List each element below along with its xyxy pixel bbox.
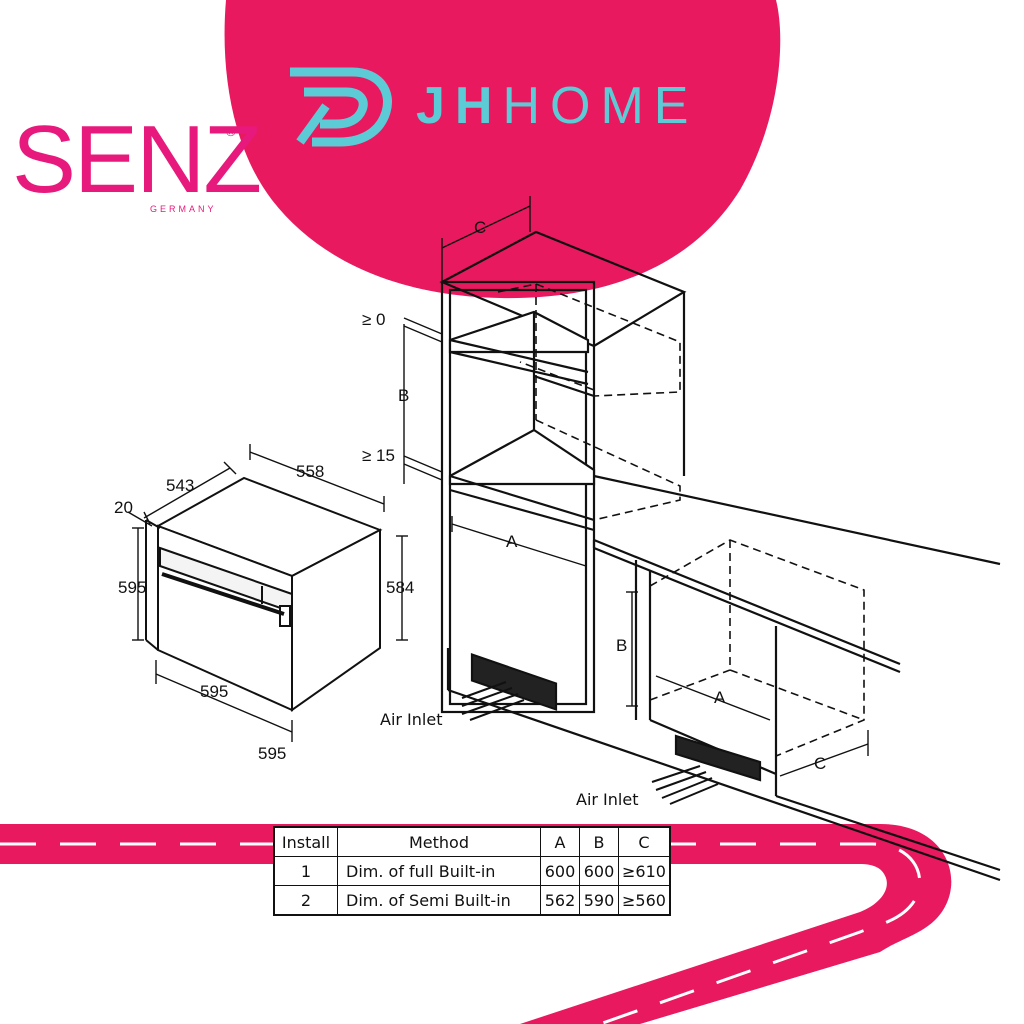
road-graphic — [0, 824, 952, 1024]
table-row: 1 Dim. of full Built-in 600 600 ≥610 — [273, 856, 671, 886]
cabinet-depth-c-label: C — [474, 218, 487, 237]
oven-drawing — [145, 476, 383, 712]
cabinet-width-a-label: A — [506, 532, 518, 551]
jhhome-logo-bold: JH — [416, 77, 503, 135]
row-a: 562 — [540, 885, 580, 916]
cabinet-lower-gap-label: ≥ 15 — [362, 446, 395, 465]
pink-banner — [224, 0, 781, 299]
air-inlet-arrows-1 — [461, 681, 525, 721]
oven-body-height-label: 584 — [386, 578, 415, 597]
table-header-row: Install Method A B C — [273, 826, 671, 857]
header-c: C — [617, 826, 671, 857]
cabinet-height-b-label: B — [398, 386, 410, 405]
row-a: 600 — [540, 856, 580, 886]
oven-bottom-width-label: 595 — [200, 682, 229, 701]
counter-drawing — [592, 474, 1001, 872]
oven-lip-label: 20 — [114, 498, 133, 517]
row-b: 590 — [579, 885, 619, 916]
oven-dimension-lines — [127, 444, 408, 742]
semi-dimension-lines — [626, 591, 869, 777]
oven-bottom-depth-label: 595 — [258, 744, 287, 763]
semi-oven-outline — [649, 539, 865, 757]
row-install: 2 — [273, 885, 338, 916]
oven-width-top-label: 558 — [296, 462, 325, 481]
semi-width-a-label: A — [714, 688, 726, 707]
senz-registered-mark: ® — [226, 124, 236, 139]
senz-subtitle: GERMANY — [150, 204, 217, 214]
jhhome-logo-light: HOME — [502, 77, 699, 135]
tall-cabinet-drawing — [439, 230, 1001, 882]
semi-depth-c-label: C — [814, 754, 827, 773]
row-c: ≥560 — [617, 885, 671, 916]
air-inlet-label-1: Air Inlet — [380, 710, 443, 729]
header-method: Method — [337, 826, 541, 857]
header-b: B — [579, 826, 619, 857]
header-a: A — [540, 826, 580, 857]
senz-logo: SENZ — [12, 106, 262, 213]
tall-cabinet-dimension-lines — [403, 196, 587, 574]
row-method: Dim. of full Built-in — [337, 856, 541, 886]
tall-cabinet-oven-outline — [497, 283, 681, 521]
row-install: 1 — [273, 856, 338, 886]
table-row: 2 Dim. of Semi Built-in 562 590 ≥560 — [273, 885, 671, 916]
jhhome-logo-text: JHHOME — [416, 80, 698, 132]
jh-d-logo-icon — [290, 67, 392, 147]
air-inlet-arrows-2 — [651, 765, 719, 805]
header-install: Install — [273, 826, 338, 857]
air-inlet-label-2: Air Inlet — [576, 790, 639, 809]
installation-spec-table: Install Method A B C 1 Dim. of full Buil… — [273, 826, 671, 916]
row-b: 600 — [579, 856, 619, 886]
oven-front-height-label: 595 — [118, 578, 147, 597]
row-method: Dim. of Semi Built-in — [337, 885, 541, 916]
semi-height-b-label: B — [616, 636, 628, 655]
row-c: ≥610 — [617, 856, 671, 886]
cabinet-top-gap-label: ≥ 0 — [362, 310, 386, 329]
oven-depth-top-label: 543 — [166, 476, 195, 495]
